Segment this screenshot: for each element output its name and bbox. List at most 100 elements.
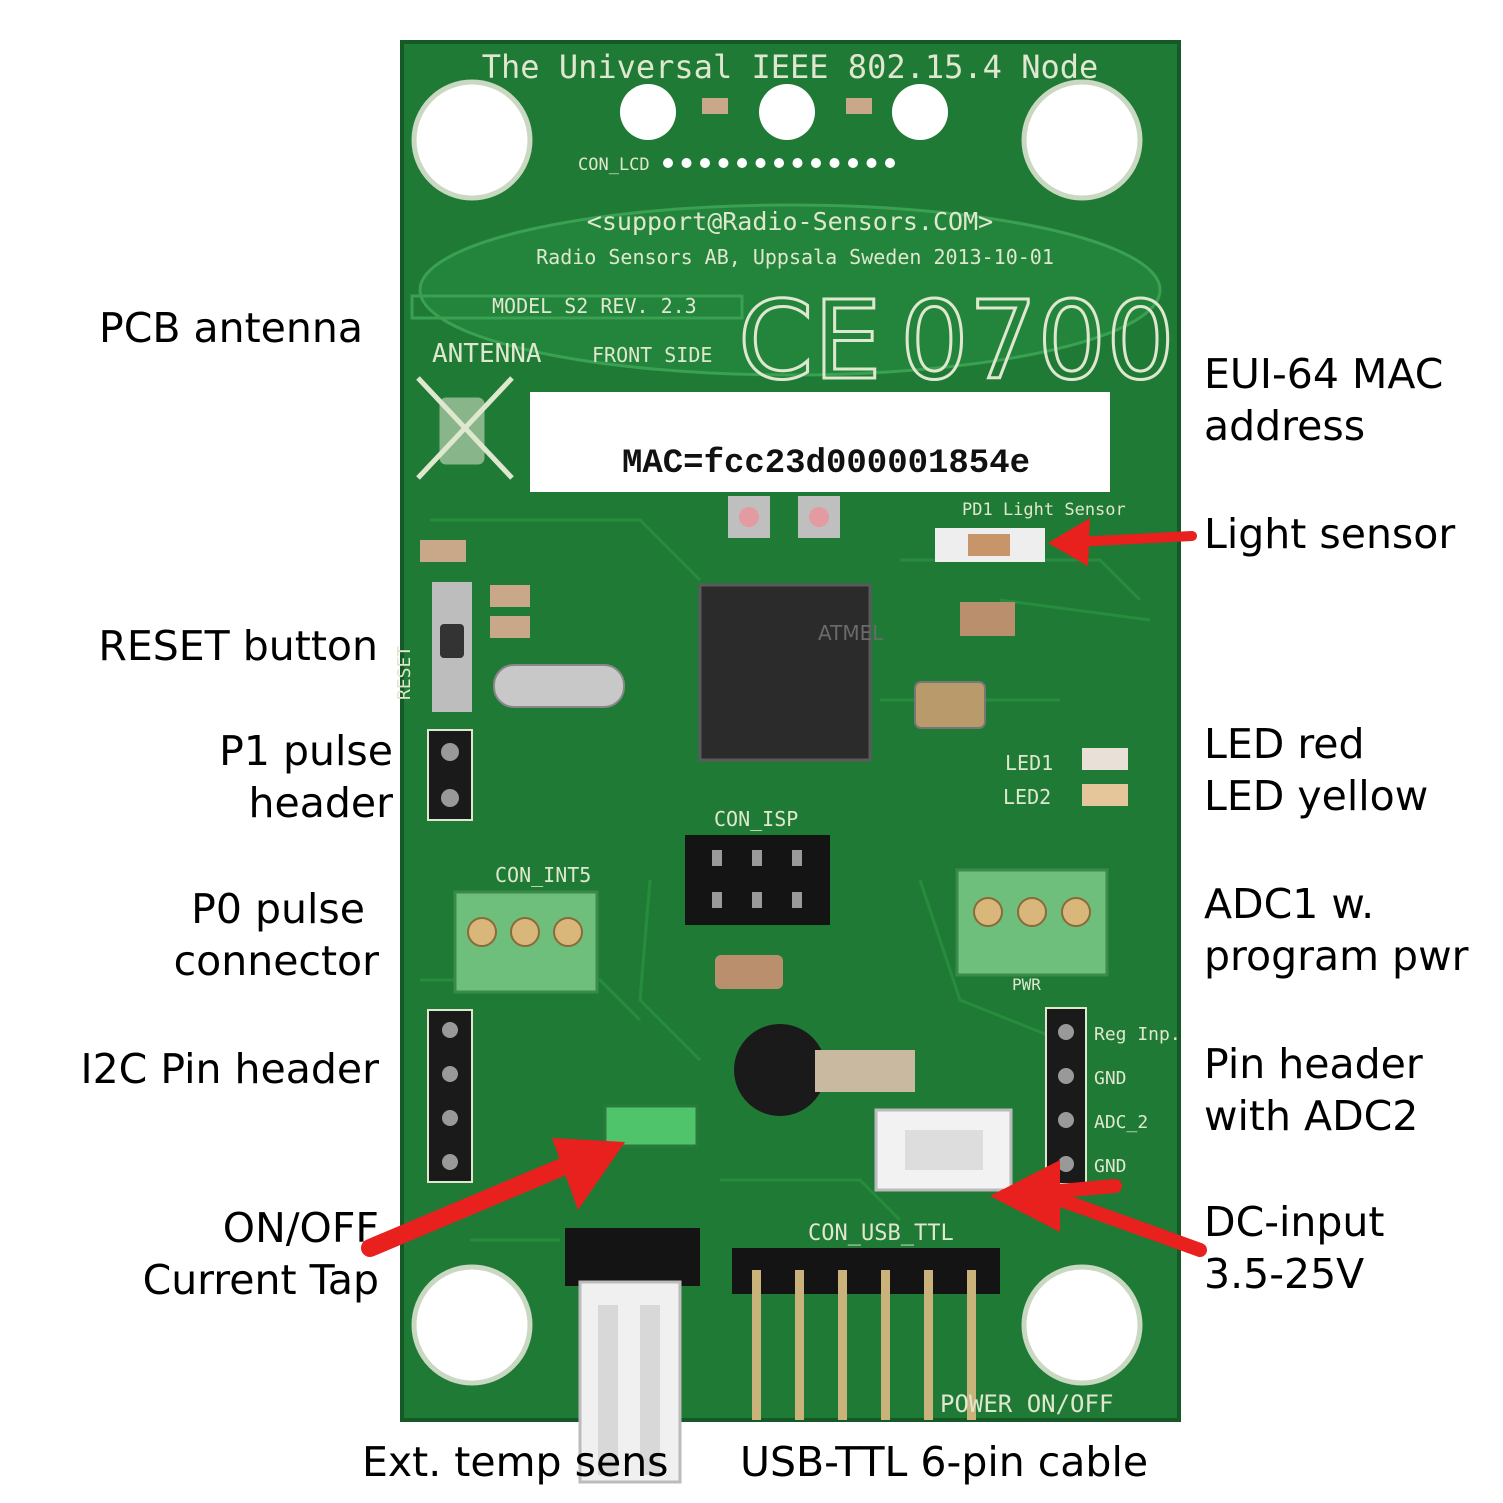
lcd-pad bbox=[848, 158, 858, 168]
label-light-sensor: Light sensor bbox=[1204, 508, 1455, 560]
usb-ttl-pin bbox=[924, 1270, 933, 1420]
label-line: Current Tap bbox=[142, 1256, 379, 1304]
label-eui64-mac: EUI-64 MAC address bbox=[1204, 348, 1443, 452]
led2-silk: LED2 bbox=[1003, 785, 1051, 809]
usb-ttl-header bbox=[732, 1248, 1000, 1294]
label-i2c-pin-header: I2C Pin header bbox=[80, 1043, 379, 1095]
arrow-light-sensor bbox=[1048, 518, 1197, 566]
label-line: LED yellow bbox=[1204, 772, 1429, 820]
label-line: Light sensor bbox=[1204, 510, 1456, 558]
right-header-pin-1: Reg Inp. bbox=[1094, 1024, 1181, 1045]
lcd-pad bbox=[792, 158, 803, 168]
lcd-pad bbox=[755, 158, 766, 168]
label-line: Ext. temp sens bbox=[362, 1438, 669, 1486]
front-side-text: FRONT SIDE bbox=[592, 343, 712, 367]
pwr-silk: PWR bbox=[1012, 975, 1041, 994]
label-p0-pulse-connector: P0 pulse connector bbox=[174, 883, 379, 987]
label-p1-pulse-header: P1 pulse header bbox=[219, 725, 393, 829]
label-line: RESET button bbox=[98, 622, 378, 670]
mcu-chip bbox=[700, 585, 870, 760]
lcd-pad bbox=[885, 158, 895, 168]
lcd-pad bbox=[718, 158, 729, 168]
right-header-pin-2: GND bbox=[1094, 1068, 1127, 1089]
label-adc1-program-pwr: ADC1 w. program pwr bbox=[1204, 878, 1468, 982]
reset-silk: RESET bbox=[394, 646, 415, 700]
usb-ttl-pins bbox=[752, 1270, 976, 1420]
label-line: Pin header bbox=[1204, 1040, 1423, 1088]
label-line: program pwr bbox=[1204, 932, 1469, 980]
label-line: P1 pulse bbox=[219, 727, 393, 775]
temp-sensor-header bbox=[565, 1228, 700, 1286]
right-header-pin-4: GND bbox=[1094, 1156, 1127, 1177]
mac-address: MAC=fcc23d000001854e bbox=[622, 445, 1030, 483]
regulator bbox=[734, 1024, 826, 1116]
lcd-connector-pads bbox=[663, 158, 895, 168]
usb-ttl-pin bbox=[795, 1270, 804, 1420]
con-isp-silk: CON_ISP bbox=[714, 807, 798, 831]
annotation-arrows bbox=[361, 518, 1207, 1257]
right-header-pin-3: ADC_2 bbox=[1094, 1112, 1148, 1133]
label-line: ADC1 w. bbox=[1204, 880, 1375, 928]
power-on-off-silk: POWER ON/OFF bbox=[940, 1390, 1113, 1418]
lcd-pad bbox=[700, 158, 710, 168]
usb-ttl-pin bbox=[881, 1270, 890, 1420]
label-line: 3.5-25V bbox=[1204, 1250, 1365, 1298]
mounting-hole bbox=[411, 79, 533, 201]
i2c-header bbox=[427, 1009, 473, 1183]
current-tap-jumper bbox=[603, 1104, 699, 1148]
label-line: ON/OFF bbox=[222, 1204, 379, 1252]
label-on-off-current-tap: ON/OFF Current Tap bbox=[143, 1202, 379, 1306]
label-line: LED red bbox=[1204, 720, 1365, 768]
label-led-red-yellow: LED red LED yellow bbox=[1204, 718, 1428, 822]
arrow-dc-input bbox=[990, 1160, 1207, 1257]
lcd-pad bbox=[811, 158, 821, 168]
antenna-text: ANTENNA bbox=[432, 339, 542, 369]
arrow-current-tap bbox=[361, 1138, 625, 1257]
con-int5-silk: CON_INT5 bbox=[495, 863, 591, 887]
lcd-pad bbox=[829, 158, 840, 168]
mounting-hole bbox=[1021, 1264, 1143, 1386]
label-pcb-antenna: PCB antenna bbox=[99, 302, 363, 354]
led-yellow bbox=[1082, 784, 1128, 806]
lcd-pad bbox=[774, 158, 784, 168]
label-line: address bbox=[1204, 402, 1366, 450]
weee-bin-icon bbox=[416, 376, 514, 480]
mcu-label: ATMEL bbox=[818, 621, 884, 645]
maker-line: Radio Sensors AB, Uppsala Sweden 2013-10… bbox=[536, 245, 1054, 269]
label-usb-ttl-cable: USB-TTL 6-pin cable bbox=[740, 1436, 1148, 1488]
antenna-zone bbox=[418, 203, 1162, 377]
con-usb-ttl-silk: CON_USB_TTL bbox=[808, 1221, 954, 1246]
usb-ttl-pin bbox=[838, 1270, 847, 1420]
model-text: MODEL S2 REV. 2.3 bbox=[492, 294, 697, 318]
label-line: DC-input bbox=[1204, 1198, 1385, 1246]
label-line: EUI-64 MAC bbox=[1204, 350, 1444, 398]
label-line: header bbox=[248, 779, 393, 827]
lcd-pad bbox=[663, 158, 673, 168]
ce-mark: CE bbox=[738, 279, 882, 404]
support-email: <support@Radio-Sensors.COM> bbox=[587, 207, 993, 236]
usb-ttl-pin bbox=[752, 1270, 761, 1420]
mac-sticker bbox=[530, 392, 1110, 492]
label-line: connector bbox=[173, 937, 379, 985]
mounting-hole bbox=[411, 1264, 533, 1386]
lcd-pad bbox=[681, 158, 692, 168]
led1-silk: LED1 bbox=[1005, 751, 1053, 775]
lcd-pad bbox=[866, 158, 877, 168]
temp-sensor-connector bbox=[578, 1280, 682, 1484]
label-pin-header-adc2: Pin header with ADC2 bbox=[1204, 1038, 1423, 1142]
usb-ttl-pin bbox=[967, 1270, 976, 1420]
ce-number: 0700 bbox=[900, 279, 1175, 404]
board-title-silkscreen: The Universal IEEE 802.15.4 Node bbox=[482, 48, 1099, 86]
label-line: P0 pulse bbox=[191, 885, 365, 933]
light-sensor-silk: PD1 Light Sensor bbox=[962, 500, 1126, 520]
isp-header bbox=[685, 835, 830, 925]
mounting-hole bbox=[1021, 79, 1143, 201]
lcd-pad bbox=[737, 158, 747, 168]
label-dc-input: DC-input 3.5-25V bbox=[1204, 1196, 1384, 1300]
label-line: I2C Pin header bbox=[80, 1045, 379, 1093]
label-line: with ADC2 bbox=[1204, 1092, 1419, 1140]
lcd-connector-silk: CON_LCD bbox=[578, 155, 650, 175]
label-ext-temp-sens: Ext. temp sens bbox=[362, 1436, 669, 1488]
